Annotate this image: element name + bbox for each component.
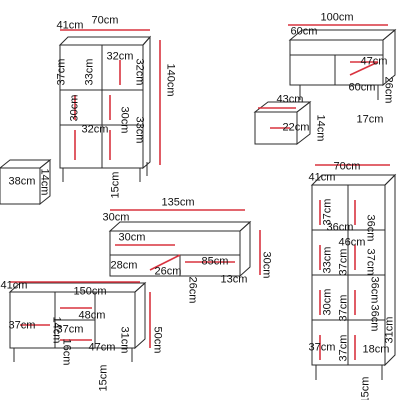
dim-a-s7: 32cm bbox=[81, 123, 109, 136]
dim-a-leg: 15cm bbox=[109, 171, 122, 199]
dim-b-in1: 47cm bbox=[360, 55, 388, 68]
dim-d-width: 135cm bbox=[161, 196, 195, 209]
dim-b-leg: 17cm bbox=[356, 113, 384, 126]
dim-d-in1: 30cm bbox=[118, 231, 146, 244]
dim-f-l5: 30cm bbox=[321, 288, 334, 316]
dim-f-r5: 18cm bbox=[362, 343, 390, 356]
dim-a-s2: 33cm bbox=[83, 58, 96, 86]
dim-d-in6: 13cm bbox=[220, 273, 248, 286]
dim-f-r1: 36cm bbox=[364, 214, 377, 242]
dim-b-width: 100cm bbox=[320, 11, 354, 24]
dim-e-width: 150cm bbox=[73, 285, 107, 298]
dim-d-depth: 30cm bbox=[102, 211, 130, 224]
dim-a-width: 70cm bbox=[91, 14, 119, 27]
dim-a-depth: 41cm bbox=[56, 19, 84, 32]
dim-d-in3: 26cm bbox=[154, 265, 182, 278]
dim-b-in2: 60cm bbox=[348, 81, 376, 94]
dim-f-l3: 33cm bbox=[321, 246, 334, 274]
dim-f-leg: 15cm bbox=[359, 376, 372, 400]
dim-d-in4: 85cm bbox=[201, 255, 229, 268]
dim-e-leg: 15cm bbox=[97, 364, 110, 392]
dim-f-width: 70cm bbox=[333, 160, 361, 173]
dim-a-s8: 33cm bbox=[133, 116, 146, 144]
dim-a-height: 140cm bbox=[164, 63, 177, 97]
dim-f-depth: 41cm bbox=[308, 171, 336, 184]
dim-e-in2: 48cm bbox=[78, 309, 106, 322]
dim-a-s6: 30cm bbox=[118, 106, 131, 134]
dim-f-r6: 37cm bbox=[308, 341, 336, 354]
dim-a-s5: 30cm bbox=[68, 94, 81, 122]
tv-stand-d bbox=[108, 220, 252, 278]
dim-a-s4: 32cm bbox=[133, 58, 146, 86]
dim-b-dr1: 43cm bbox=[276, 93, 304, 106]
dim-b-in3: 26cm bbox=[382, 76, 395, 104]
dim-d-in2: 28cm bbox=[110, 259, 138, 272]
dim-e-in5: 16cm bbox=[60, 338, 73, 366]
dim-e-height: 50cm bbox=[151, 326, 164, 354]
dim-d-height: 30cm bbox=[260, 251, 273, 279]
dim-b-depth: 60cm bbox=[290, 25, 318, 38]
dim-f-l2: 36cm bbox=[326, 221, 354, 234]
dim-b-dr2: 22cm bbox=[282, 121, 310, 134]
dim-e-in4: 37cm bbox=[56, 323, 84, 336]
dim-f-r3: 36cm bbox=[368, 276, 381, 304]
dim-f-m1: 46cm bbox=[338, 236, 366, 249]
dim-b-dr3: 14cm bbox=[314, 114, 327, 142]
dim-f-l6: 37cm bbox=[337, 294, 350, 322]
sideboard-e bbox=[8, 281, 147, 362]
drawer-c bbox=[0, 158, 52, 206]
coffee-table-b bbox=[253, 28, 397, 146]
dim-f-l4: 37cm bbox=[337, 248, 350, 276]
dim-e-in7: 31cm bbox=[118, 326, 131, 354]
dim-f-r4: 36cm bbox=[368, 304, 381, 332]
dim-a-s1: 37cm bbox=[55, 58, 68, 86]
dim-c-left: 38cm bbox=[8, 175, 36, 188]
dim-e-depth: 41cm bbox=[0, 279, 28, 292]
dim-c-left2: 14cm bbox=[38, 168, 51, 196]
dim-a-s3: 32cm bbox=[106, 50, 134, 63]
dim-f-r2: 37cm bbox=[364, 248, 377, 276]
dim-d-in5: 26cm bbox=[186, 276, 199, 304]
dim-f-h1: 31cm bbox=[383, 316, 396, 344]
dim-e-in1: 37cm bbox=[8, 319, 36, 332]
dim-f-h2: 37cm bbox=[337, 334, 350, 362]
bookcase-f bbox=[310, 173, 397, 380]
cabinet-a bbox=[58, 35, 152, 182]
dim-e-in6: 47cm bbox=[88, 341, 116, 354]
